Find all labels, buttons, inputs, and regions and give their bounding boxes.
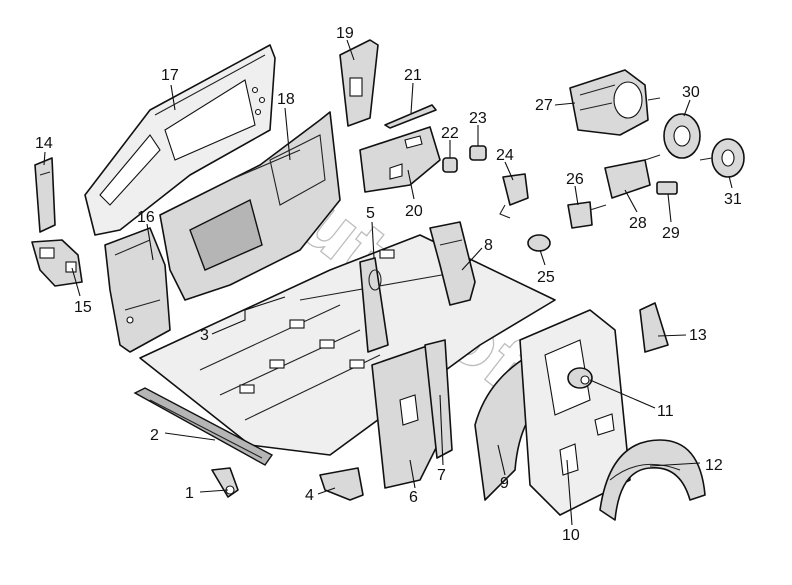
part-23-clip (469, 145, 487, 161)
part-15-duct (31, 239, 83, 287)
part-2-sill-strip (133, 387, 274, 466)
callout-9: 9 (500, 475, 509, 492)
callout-28: 28 (629, 215, 647, 232)
callout-29: 29 (662, 225, 680, 242)
callout-19: 19 (336, 25, 354, 42)
callout-21: 21 (404, 67, 422, 84)
callout-20: 20 (405, 203, 423, 220)
callout-18: 18 (277, 91, 295, 108)
part-7-pillar (424, 339, 453, 459)
part-11-fitting (567, 367, 593, 389)
part-21-strip (384, 104, 437, 129)
callout-1: 1 (185, 485, 194, 502)
part-10-quarter-inner (519, 309, 631, 516)
part-13-trim (639, 302, 669, 353)
callout-12: 12 (705, 457, 723, 474)
part-19-vertical-panel (339, 39, 379, 127)
callout-30: 30 (682, 84, 700, 101)
callout-7: 7 (437, 467, 446, 484)
leader-lines (43, 39, 733, 526)
part-31-motor (699, 138, 745, 178)
callout-4: 4 (305, 487, 314, 504)
callout-23: 23 (469, 110, 487, 127)
callout-13: 13 (689, 327, 707, 344)
part-18-bulkhead-trim (159, 111, 341, 301)
part-1-bracket (211, 467, 239, 498)
callout-25: 25 (537, 269, 555, 286)
callout-6: 6 (409, 489, 418, 506)
part-20-door-panel (359, 126, 441, 193)
callout-11: 11 (657, 403, 674, 420)
callout-24: 24 (496, 147, 514, 164)
part-24-bracket (499, 173, 529, 219)
part-12-wheel-arch (599, 439, 706, 521)
callout-27: 27 (535, 97, 553, 114)
part-22-clip (442, 157, 458, 173)
callout-31: 31 (724, 191, 742, 208)
callout-2: 2 (150, 427, 159, 444)
callout-15: 15 (74, 299, 92, 316)
callout-14: 14 (35, 135, 53, 152)
callout-16: 16 (137, 209, 155, 226)
part-26-valve (567, 201, 607, 229)
callout-26: 26 (566, 171, 584, 188)
callout-5: 5 (366, 205, 375, 222)
part-29-clip (656, 181, 678, 195)
part-28-heater-box (604, 154, 661, 199)
part-5-pillar-trim (359, 257, 389, 353)
part-17-side-panel (84, 44, 276, 236)
callout-labels: 1 2 3 4 5 6 7 8 9 10 11 12 13 14 15 16 1… (35, 25, 742, 544)
callout-17: 17 (161, 67, 179, 84)
part-27-blower-housing (569, 69, 661, 136)
part-6-lower-side-panel (371, 344, 441, 489)
part-30-fan (663, 113, 701, 159)
part-14-pillar (34, 157, 56, 233)
part-4-rail (319, 467, 364, 501)
callout-10: 10 (562, 527, 580, 544)
part-25-grommet (527, 234, 551, 252)
part-16-side-trim (104, 227, 171, 353)
part-8-pillar (429, 221, 476, 306)
callout-8: 8 (484, 237, 493, 254)
callout-22: 22 (441, 125, 459, 142)
callout-3: 3 (200, 327, 209, 344)
